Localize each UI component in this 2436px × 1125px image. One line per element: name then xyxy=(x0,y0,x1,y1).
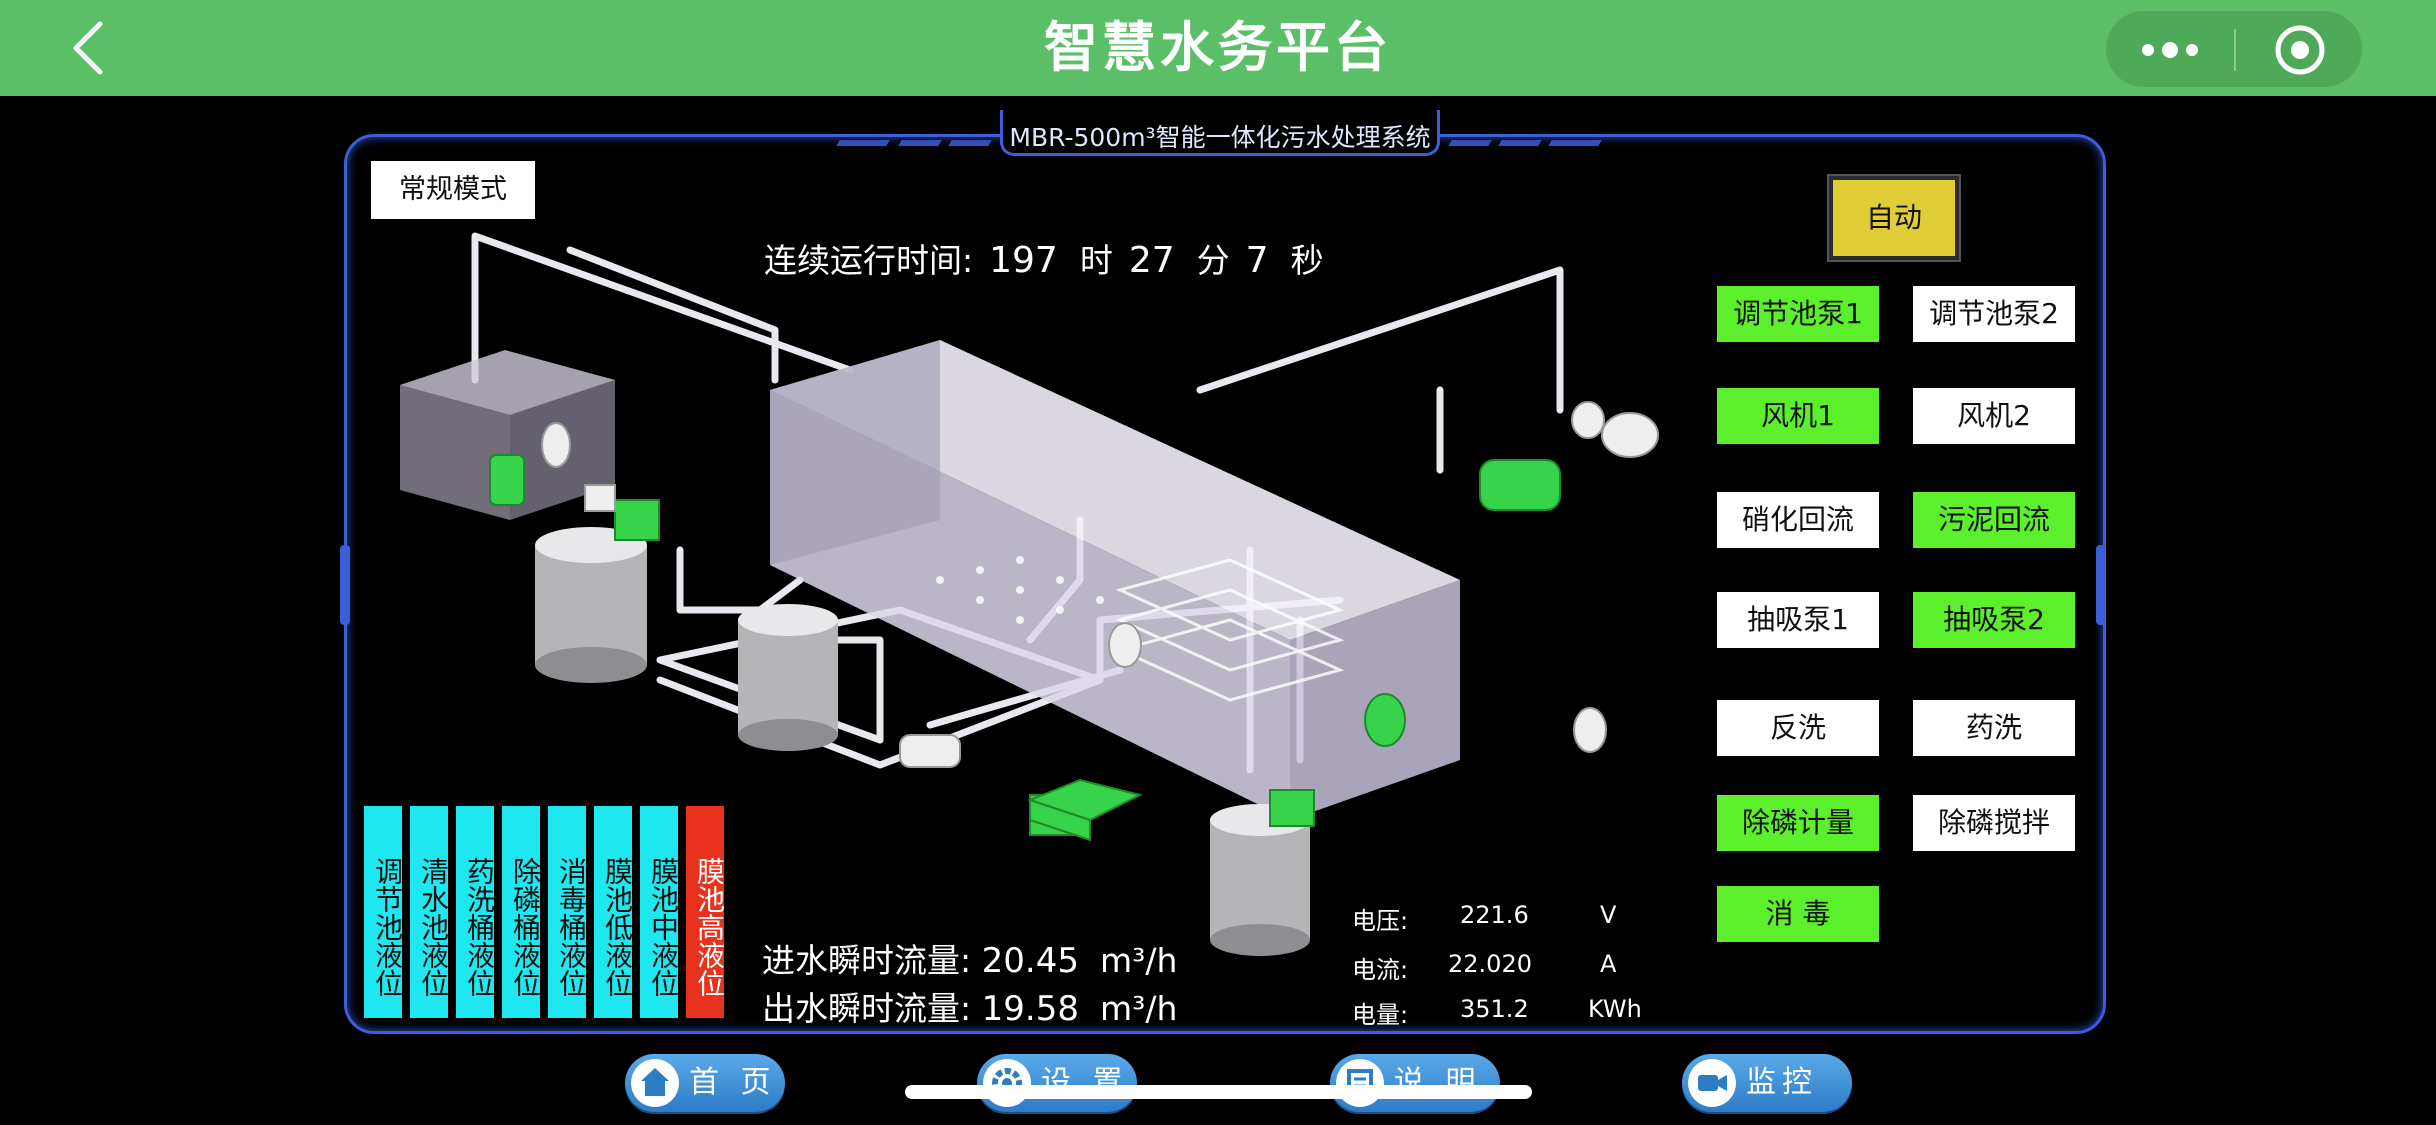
back-button[interactable] xyxy=(62,18,122,78)
right-side-tab xyxy=(2096,545,2106,625)
level-indicator: 调节池液位 xyxy=(364,806,404,1018)
control-button-fan-2[interactable]: 风机2 xyxy=(1913,388,2075,444)
control-button-fan-1[interactable]: 风机1 xyxy=(1717,388,1879,444)
level-indicator: 消毒桶液位 xyxy=(548,806,588,1018)
nav-manual-button[interactable]: 说 明 xyxy=(1330,1054,1500,1112)
outflow-readout: 出水瞬时流量: 19.58 m³/h xyxy=(762,989,1178,1029)
mini-program-capsule xyxy=(2105,10,2363,88)
auto-mode-button[interactable]: 自动 xyxy=(1829,176,1959,260)
nav-home-button[interactable]: 首 页 xyxy=(625,1054,785,1112)
camera-icon xyxy=(1688,1059,1736,1107)
level-indicator: 清水池液位 xyxy=(410,806,450,1018)
control-button-pump-adjust-2[interactable]: 调节池泵2 xyxy=(1913,286,2075,342)
control-button-chemical-wash[interactable]: 药洗 xyxy=(1913,700,2075,756)
control-button-backwash[interactable]: 反洗 xyxy=(1717,700,1879,756)
page-title: 智慧水务平台 xyxy=(1044,16,1392,79)
more-button[interactable] xyxy=(2106,11,2234,89)
panel-title-notch xyxy=(1000,110,1440,156)
level-indicator: 药洗桶液位 xyxy=(456,806,496,1018)
manual-icon xyxy=(1336,1059,1384,1107)
level-indicator: 膜池高液位 xyxy=(686,806,726,1018)
system-title: MBR-500m³智能一体化污水处理系统 xyxy=(1009,123,1431,152)
settings-icon xyxy=(983,1059,1031,1107)
home-indicator[interactable] xyxy=(905,1085,1532,1099)
inflow-readout: 进水瞬时流量: 20.45 m³/h xyxy=(762,941,1178,981)
control-button-phosphorus-mixing[interactable]: 除磷搅拌 xyxy=(1913,795,2075,851)
control-button-suction-pump-2[interactable]: 抽吸泵2 xyxy=(1913,592,2075,648)
mode-label[interactable]: 常规模式 xyxy=(371,161,535,219)
level-indicator: 膜池低液位 xyxy=(594,806,634,1018)
control-button-phosphorus-dosing[interactable]: 除磷计量 xyxy=(1717,795,1879,851)
control-button-suction-pump-1[interactable]: 抽吸泵1 xyxy=(1717,592,1879,648)
control-button-disinfection[interactable]: 消 毒 xyxy=(1717,886,1879,942)
chevron-left-icon xyxy=(73,21,103,75)
level-indicator: 除磷桶液位 xyxy=(502,806,542,1018)
nav-settings-button[interactable]: 设 置 xyxy=(977,1054,1137,1112)
target-close-icon xyxy=(2275,25,2325,75)
close-button[interactable] xyxy=(2236,11,2364,89)
home-icon xyxy=(631,1059,679,1107)
control-button-nitrification-return[interactable]: 硝化回流 xyxy=(1717,492,1879,548)
control-button-pump-adjust-1[interactable]: 调节池泵1 xyxy=(1717,286,1879,342)
process-illustration xyxy=(400,232,1659,956)
more-dots-icon xyxy=(2142,42,2198,58)
level-indicator: 膜池中液位 xyxy=(640,806,680,1018)
nav-monitor-button[interactable]: 监控 xyxy=(1682,1054,1852,1112)
control-button-sludge-return[interactable]: 污泥回流 xyxy=(1913,492,2075,548)
top-bar: 智慧水务平台 xyxy=(0,0,2436,96)
left-side-tab xyxy=(340,545,350,625)
